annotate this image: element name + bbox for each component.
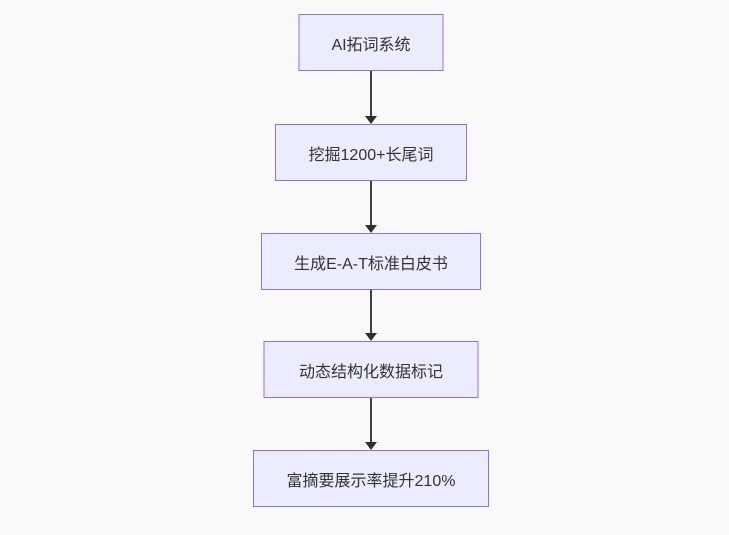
flowchart-edge-2-3 xyxy=(365,181,377,233)
flowchart-node-structured-data-markup: 动态结构化数据标记 xyxy=(263,341,479,398)
flowchart-edge-4-5 xyxy=(365,398,377,450)
flowchart-node-eat-whitepaper: 生成E-A-T标准白皮书 xyxy=(261,233,481,290)
edge-line xyxy=(370,181,372,225)
flowchart-node-rich-snippet-result: 富摘要展示率提升210% xyxy=(253,450,489,507)
edge-line xyxy=(370,71,372,116)
arrowhead-down-icon xyxy=(365,116,377,124)
flowchart-edge-1-2 xyxy=(365,71,377,124)
edge-line xyxy=(370,398,372,442)
node-label: AI拓词系统 xyxy=(331,36,411,54)
flowchart-edge-3-4 xyxy=(365,290,377,341)
arrowhead-down-icon xyxy=(365,225,377,233)
node-label: 富摘要展示率提升210% xyxy=(286,472,456,490)
arrowhead-down-icon xyxy=(365,442,377,450)
flowchart-node-longtail-mining: 挖掘1200+长尾词 xyxy=(275,124,467,181)
node-label: 动态结构化数据标记 xyxy=(298,363,443,381)
edge-line xyxy=(370,290,372,333)
node-label: 挖掘1200+长尾词 xyxy=(308,146,434,164)
node-label: 生成E-A-T标准白皮书 xyxy=(294,255,448,273)
arrowhead-down-icon xyxy=(365,333,377,341)
flowchart-node-ai-keyword-system: AI拓词系统 xyxy=(298,14,444,71)
